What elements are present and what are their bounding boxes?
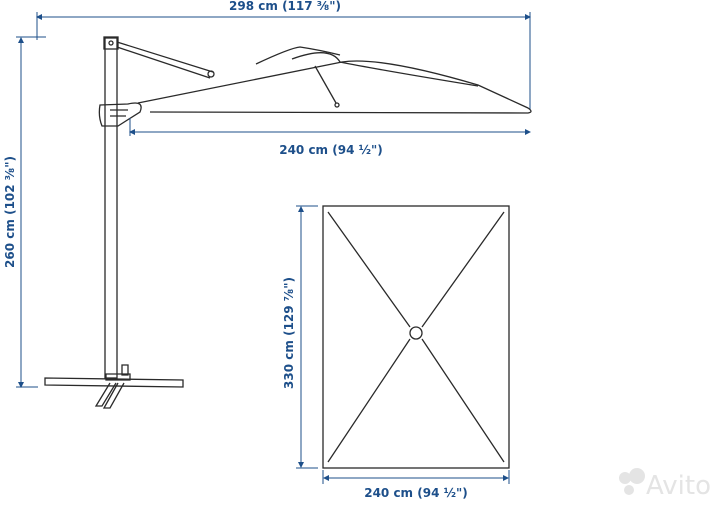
height-label: 260 cm (102 ⅜") — [3, 156, 17, 268]
height-dimension: 260 cm (102 ⅜") — [3, 36, 46, 388]
canopy-side-width-dimension: 240 cm (94 ½") — [129, 118, 531, 157]
overall-width-label: 298 cm (117 ⅜") — [229, 0, 341, 13]
canopy-length-dimension: 330 cm (129 ⅞") — [282, 205, 318, 469]
canopy-length-label: 330 cm (129 ⅞") — [282, 277, 296, 389]
watermark-text: Avito — [646, 471, 711, 501]
canopy-top-view — [322, 205, 510, 469]
overall-width-dimension: 298 cm (117 ⅜") — [36, 0, 531, 110]
umbrella-side-view — [44, 36, 532, 409]
avito-watermark: Avito — [619, 468, 711, 501]
canopy-top-width-dimension: 240 cm (94 ½") — [322, 470, 510, 500]
canopy-top-width-label: 240 cm (94 ½") — [364, 486, 468, 500]
canopy-side-width-label: 240 cm (94 ½") — [279, 143, 383, 157]
